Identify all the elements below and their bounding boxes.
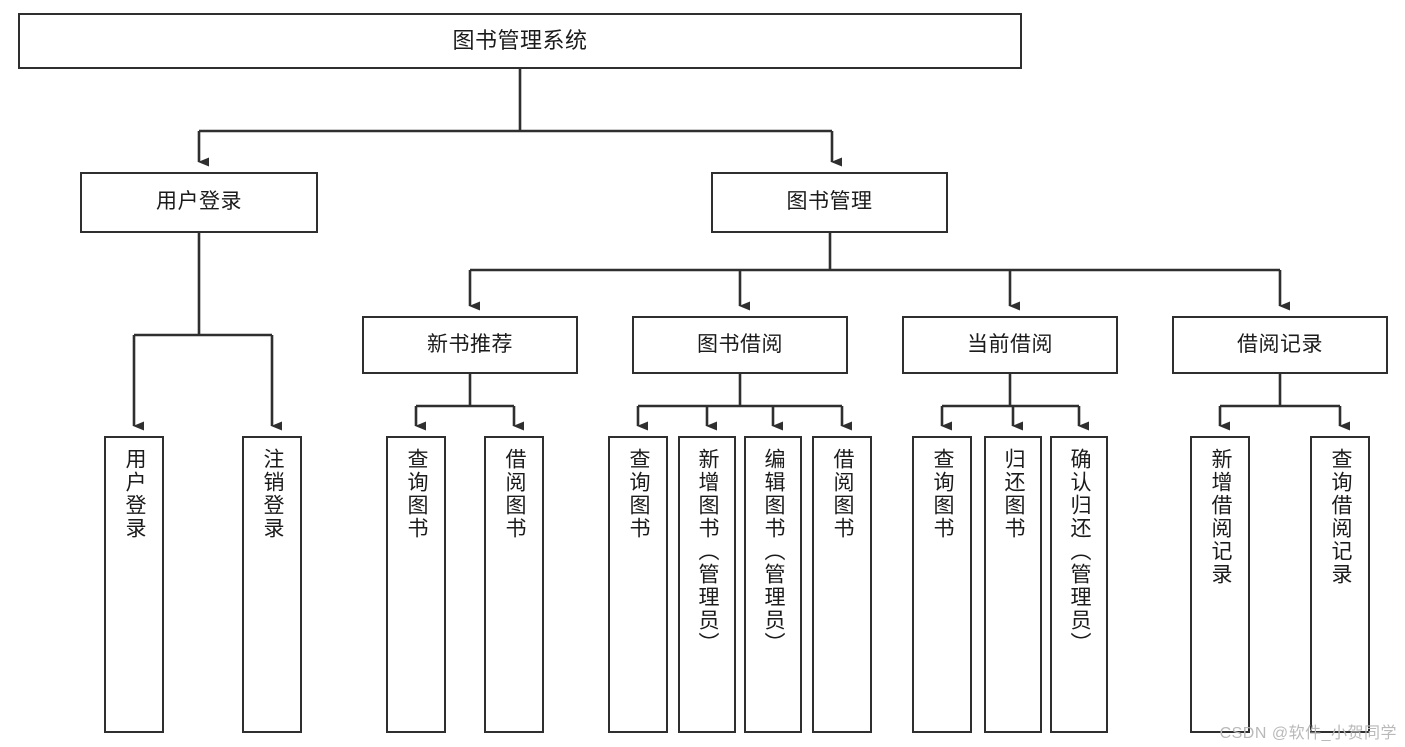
node-leaf-query-book-bb[interactable]: 查询图书 bbox=[608, 436, 668, 733]
node-leaf-return-book[interactable]: 归还图书 bbox=[984, 436, 1042, 733]
node-leaf-logout[interactable]: 注销登录 bbox=[242, 436, 302, 733]
node-label: 用户登录 bbox=[156, 190, 242, 214]
node-borrowing-record[interactable]: 借阅记录 bbox=[1172, 316, 1388, 374]
node-label: 当前借阅 bbox=[967, 332, 1053, 356]
node-label: 新增图书（管理员） bbox=[696, 448, 720, 655]
node-label: 编辑图书（管理员） bbox=[762, 448, 786, 655]
node-current-borrowing[interactable]: 当前借阅 bbox=[902, 316, 1118, 374]
node-label: 图书借阅 bbox=[697, 332, 783, 356]
node-label: 图书管理 bbox=[786, 190, 873, 214]
node-label: 借阅记录 bbox=[1237, 332, 1323, 356]
node-label: 查询图书 bbox=[627, 448, 651, 540]
node-user-login[interactable]: 用户登录 bbox=[80, 172, 318, 233]
node-label: 新增借阅记录 bbox=[1209, 448, 1233, 586]
node-leaf-user-login[interactable]: 用户登录 bbox=[104, 436, 164, 733]
node-leaf-query-book-nbr[interactable]: 查询图书 bbox=[386, 436, 446, 733]
node-leaf-confirm-return-admin[interactable]: 确认归还（管理员） bbox=[1050, 436, 1108, 733]
node-leaf-borrow-book-bb[interactable]: 借阅图书 bbox=[812, 436, 872, 733]
node-leaf-add-borrow-record[interactable]: 新增借阅记录 bbox=[1190, 436, 1250, 733]
node-label: 归还图书 bbox=[1002, 448, 1026, 540]
node-leaf-edit-book-admin[interactable]: 编辑图书（管理员） bbox=[744, 436, 802, 733]
node-book-borrowing[interactable]: 图书借阅 bbox=[632, 316, 848, 374]
node-leaf-add-book-admin[interactable]: 新增图书（管理员） bbox=[678, 436, 736, 733]
node-leaf-query-book-cb[interactable]: 查询图书 bbox=[912, 436, 972, 733]
node-book-management[interactable]: 图书管理 bbox=[711, 172, 948, 233]
node-label: 用户登录 bbox=[123, 448, 147, 540]
node-leaf-query-borrow-record[interactable]: 查询借阅记录 bbox=[1310, 436, 1370, 733]
node-label: 查询借阅记录 bbox=[1329, 448, 1353, 586]
node-label: 查询图书 bbox=[931, 448, 955, 540]
node-label: 注销登录 bbox=[261, 448, 285, 540]
node-label: 图书管理系统 bbox=[452, 28, 588, 54]
node-label: 借阅图书 bbox=[831, 448, 855, 540]
node-label: 借阅图书 bbox=[503, 448, 527, 540]
node-book-management-system[interactable]: 图书管理系统 bbox=[18, 13, 1022, 69]
node-label: 新书推荐 bbox=[427, 332, 513, 356]
node-label: 查询图书 bbox=[405, 448, 429, 540]
node-leaf-borrow-book-nbr[interactable]: 借阅图书 bbox=[484, 436, 544, 733]
node-new-book-recommendation[interactable]: 新书推荐 bbox=[362, 316, 578, 374]
node-label: 确认归还（管理员） bbox=[1068, 448, 1092, 655]
csdn-watermark: CSDN @软件_小贺同学 bbox=[1219, 725, 1397, 742]
